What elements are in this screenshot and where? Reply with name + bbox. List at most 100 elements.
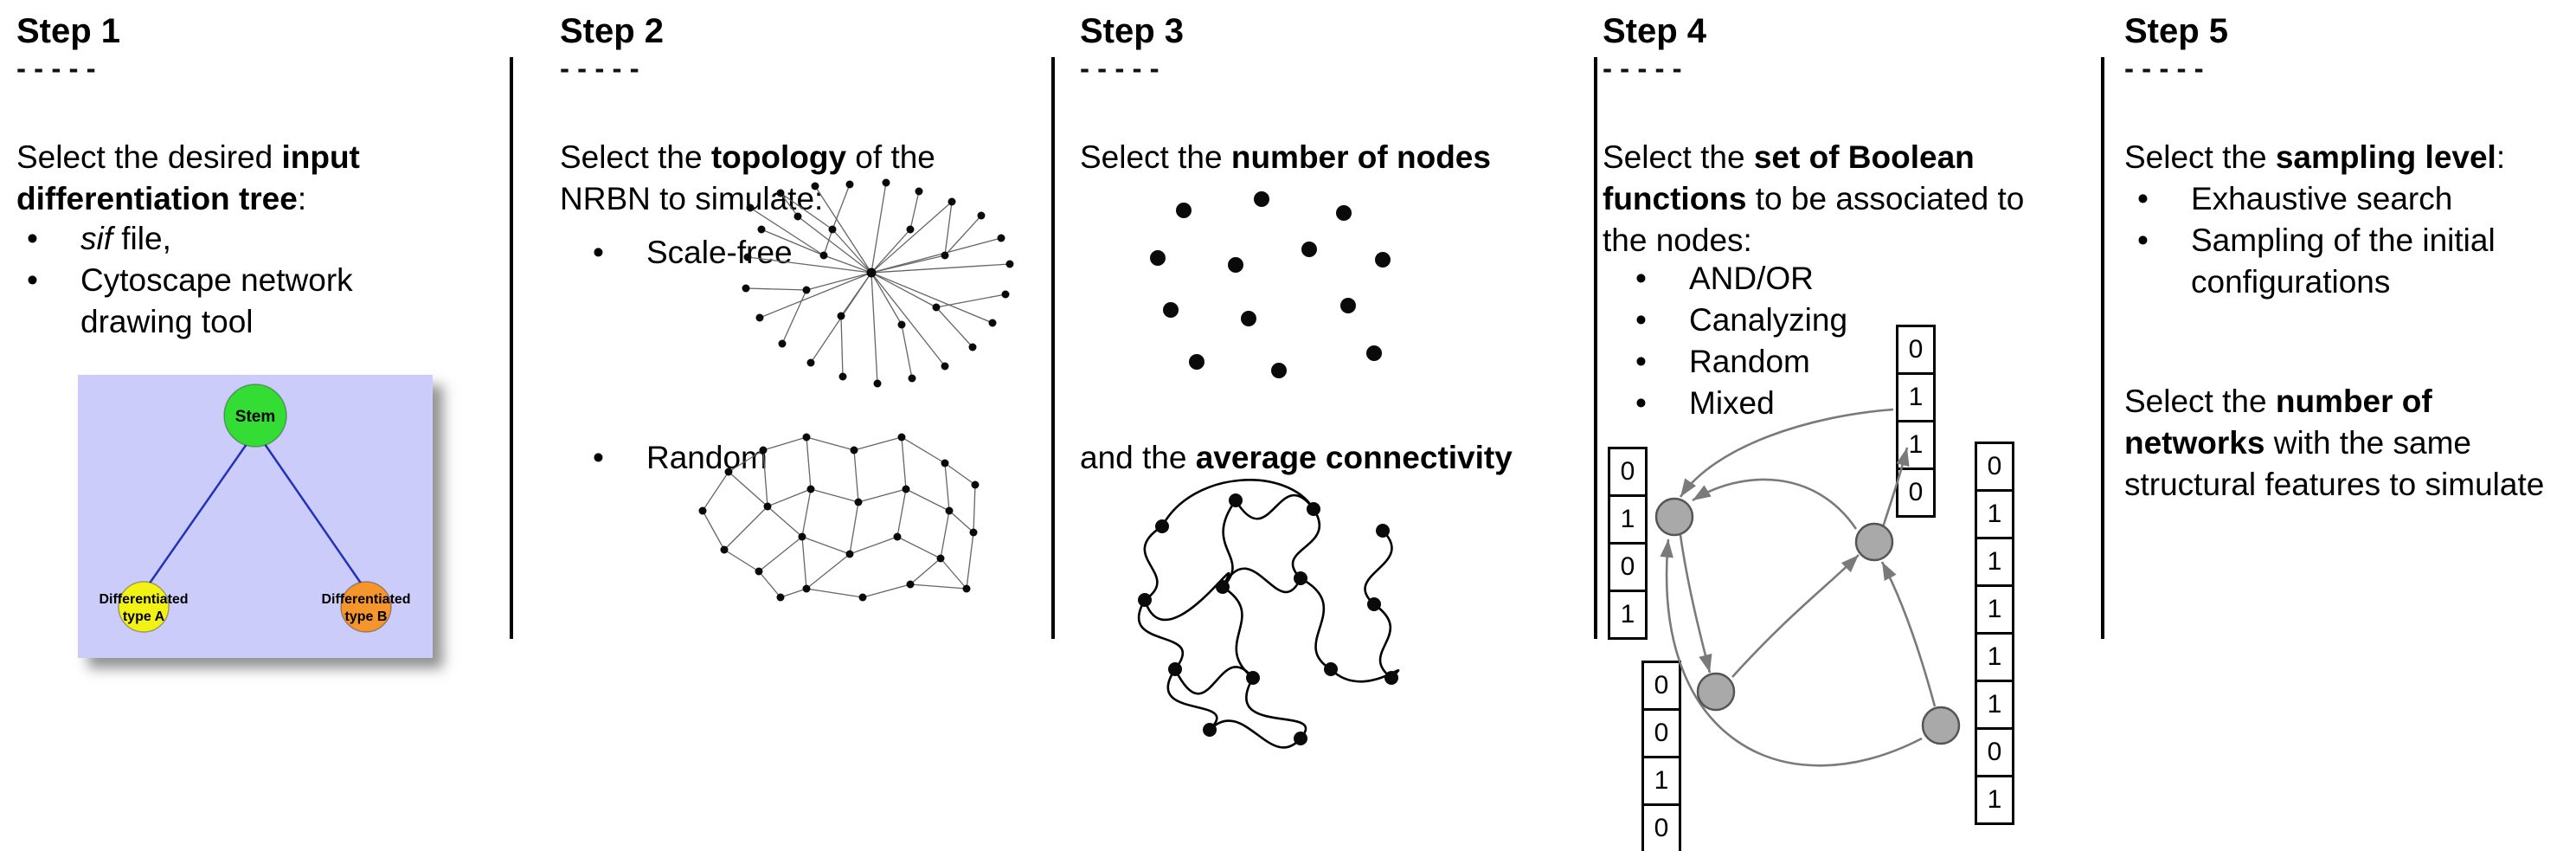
network-node [1854, 522, 1894, 562]
step-2-column: Step 2 - - - - - Select the topology of … [560, 0, 1031, 851]
step-5-intro: Select the sampling level: [2124, 137, 2505, 178]
list-item: • Random [593, 437, 768, 479]
truth-table-cell: 0 [1608, 542, 1648, 592]
truth-table-cell: 0 [1975, 442, 2014, 492]
truth-table-cell: 0 [1896, 467, 1936, 518]
step-3-title: Step 3 [1080, 12, 1185, 50]
text-seg: topology [710, 139, 847, 175]
text-seg: sampling level [2275, 139, 2496, 175]
truth-table-column-right: 0 1 1 1 1 1 0 1 [1975, 442, 2014, 825]
column-divider [2101, 57, 2104, 639]
tree-edge [147, 443, 248, 585]
scale-free-network-figure [742, 178, 1014, 388]
truth-table-cell: 1 [1896, 420, 1936, 470]
type-b-label-line1: Differentiated [321, 592, 410, 607]
bullet-text: Canalyzing [1689, 302, 1848, 338]
bullet-icon: • [593, 235, 604, 270]
truth-table-cell: 1 [1975, 489, 2014, 539]
step-5-column: Step 5 - - - - - Select the sampling lev… [2124, 0, 2573, 851]
text-seg: input [281, 139, 360, 175]
network-node [1921, 706, 1961, 745]
text-seg: functions [1603, 181, 1747, 216]
stem-node [223, 384, 287, 448]
column-divider [1594, 57, 1597, 639]
network-node [1654, 497, 1694, 537]
step-4-bullets: • AND/OR • Canalyzing • Random • Mixed [1635, 258, 1847, 424]
list-item: • AND/OR [1635, 258, 1847, 300]
bullet-text: Mixed [1689, 385, 1775, 421]
boolean-network-figure: 0 1 0 1 0 1 1 0 0 0 1 0 0 1 1 1 [1603, 325, 2100, 851]
step-1-title: Step 1 [16, 12, 121, 50]
list-item: • Canalyzing [1635, 300, 1847, 341]
scale-free-bullet: • Scale-free [593, 232, 793, 274]
step-3-dashes: - - - - - [1080, 52, 1160, 84]
bullet-icon: • [1635, 344, 1647, 379]
list-item: • Cytoscape network drawing tool [27, 260, 409, 343]
step-5-second: Select the number of networks with the s… [2124, 381, 2544, 506]
truth-table-cell: 1 [1608, 494, 1648, 545]
bullet-icon: • [593, 440, 604, 475]
text-seg: structural features to simulate [2124, 467, 2545, 502]
bullet-text: Sampling of the initial configurations [2191, 222, 2496, 300]
bullet-icon: • [1635, 261, 1647, 296]
truth-table-column-left: 0 1 0 1 [1608, 447, 1648, 640]
text-seg: Select the [2124, 139, 2276, 175]
step-4-title: Step 4 [1603, 12, 1707, 50]
text-seg: average connectivity [1195, 440, 1513, 475]
text-seg: sif [80, 221, 112, 256]
truth-table-cell: 1 [1608, 590, 1648, 640]
step-3-intro: Select the number of nodes [1080, 137, 1491, 178]
type-b-node [340, 581, 392, 633]
list-item: • Exhaustive search [2137, 178, 2563, 220]
text-seg: differentiation tree [16, 181, 298, 216]
column-divider [510, 57, 513, 639]
list-item: • sif file, [27, 218, 409, 260]
step-1-column: Step 1 - - - - - Select the desired inpu… [16, 0, 505, 851]
stem-label: Stem [235, 408, 275, 426]
bullet-text: Exhaustive search [2191, 181, 2453, 216]
text-seg: : [297, 181, 307, 216]
truth-table-column-top: 0 1 1 0 [1896, 325, 1936, 518]
truth-table-cell: 1 [1975, 632, 2014, 682]
step-4-dashes: - - - - - [1603, 52, 1682, 84]
bullet-icon: • [1635, 302, 1647, 338]
bullet-text: sif file, [80, 218, 409, 260]
text-seg: the nodes: [1603, 222, 1752, 258]
tree-edge [263, 443, 363, 585]
text-seg: Select the [2124, 384, 2276, 419]
bullet-icon: • [2137, 222, 2149, 258]
bullet-text: Random [646, 440, 768, 475]
text-seg: number of [2275, 384, 2432, 419]
text-seg: Select the desired [16, 139, 282, 175]
bullet-text: Random [1689, 344, 1810, 379]
step-3-second: and the average connectivity [1080, 437, 1513, 479]
step-3-column: Step 3 - - - - - Select the number of no… [1080, 0, 1590, 851]
step-5-title: Step 5 [2124, 12, 2229, 50]
text-seg: and the [1080, 440, 1196, 475]
type-a-label-line1: Differentiated [99, 592, 188, 607]
text-seg: set of Boolean [1753, 139, 1975, 175]
type-a-node [118, 581, 170, 633]
text-seg: number of nodes [1230, 139, 1491, 175]
step-4-intro: Select the set of Boolean functions to b… [1603, 137, 2024, 261]
truth-table-cell: 0 [1641, 708, 1681, 758]
boolean-network-graph [1654, 408, 1961, 767]
step-1-dashes: - - - - - [16, 52, 96, 84]
bullet-icon: • [1635, 385, 1647, 421]
bullet-icon: • [2137, 181, 2149, 216]
truth-table-cell: 1 [1975, 680, 2014, 730]
bullet-text: AND/OR [1689, 261, 1814, 296]
truth-table-cell: 0 [1608, 447, 1648, 497]
list-item: • Sampling of the initial configurations [2137, 220, 2563, 303]
text-seg: of the [846, 139, 935, 175]
bullet-icon: • [27, 221, 38, 256]
text-seg: to be associated to [1746, 181, 2025, 216]
text-seg: Select the [1080, 139, 1231, 175]
step-1-bullets: • sif file, • Cytoscape network drawing … [27, 218, 409, 343]
step-2-intro: Select the topology of the NRBN to simul… [560, 137, 935, 220]
step-2-title: Step 2 [560, 12, 665, 50]
text-seg: with the same [2264, 425, 2471, 461]
text-seg: networks [2124, 425, 2265, 461]
random-bullet: • Random [593, 437, 768, 479]
